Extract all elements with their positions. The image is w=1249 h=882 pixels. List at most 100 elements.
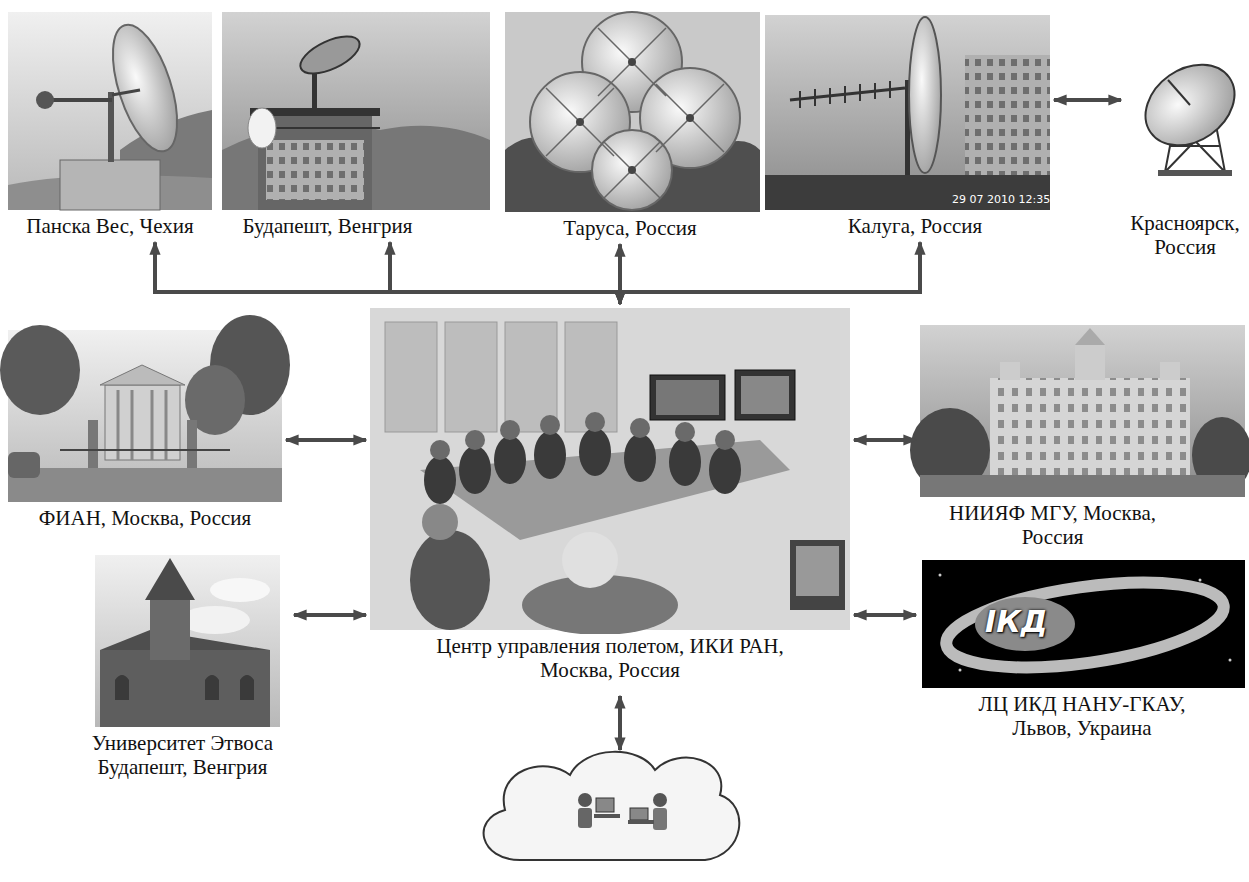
caption: Будапешт, Венгрия xyxy=(215,214,440,238)
photo-node: Будапешт, Венгрия xyxy=(215,12,490,238)
ikd-logo-part xyxy=(975,597,1075,651)
users-cloud-part xyxy=(596,798,614,812)
photo-eotvos-university-part xyxy=(150,600,190,660)
photo-panska-ves-part xyxy=(60,160,160,210)
photo-kaluga xyxy=(765,15,1050,210)
photo-area xyxy=(920,325,1245,497)
caption: ЛЦ ИКД НАНУ-ГКАУ, Львов, Украина xyxy=(957,692,1207,740)
photo-fian-part xyxy=(0,325,80,415)
users-cloud-part xyxy=(594,814,620,818)
photo-node: Красноярск, Россия xyxy=(1125,62,1245,259)
photo-niiyaf-part xyxy=(1160,362,1180,380)
photo-fian-part xyxy=(105,385,180,460)
photo-eotvos-university-part xyxy=(100,650,270,727)
photo-panska-ves-part xyxy=(100,17,190,159)
photo-panska-ves-part xyxy=(45,98,112,102)
caption-block: ЛЦ ИКД НАНУ-ГКАУ, Львов, Украина xyxy=(957,692,1207,740)
photo-panska-ves-part xyxy=(36,91,54,109)
photo-fian-part xyxy=(8,468,282,502)
photo-control-room-part xyxy=(500,420,520,440)
photo-control-room-part xyxy=(656,380,719,415)
photo-kaluga-part xyxy=(765,175,1050,210)
photo-control-room-part xyxy=(709,446,741,494)
photo-eotvos-university-part xyxy=(210,578,270,602)
photo-control-room-part xyxy=(735,370,795,420)
photo-kaluga-part xyxy=(765,15,1050,210)
photo-panska-ves xyxy=(8,12,212,210)
photo-eotvos-university-part xyxy=(180,606,250,634)
photo-area xyxy=(5,12,215,210)
photo-fian-part xyxy=(60,449,230,451)
caption-block: Таруса, Россия xyxy=(545,216,715,240)
photo-control-room-part xyxy=(494,436,526,484)
radio-dish-icon-part xyxy=(1168,80,1190,105)
users-cloud xyxy=(484,696,740,860)
photo-fian-part xyxy=(88,420,98,468)
photo-eotvos-university-part xyxy=(145,558,195,600)
photo-area xyxy=(370,308,850,630)
photo-control-room xyxy=(370,308,850,635)
users-cloud-part xyxy=(578,793,592,807)
photo-budapest-part xyxy=(222,12,490,210)
photo-kaluga-part xyxy=(909,17,941,173)
photo-tarusa-part xyxy=(546,28,724,198)
photo-panska-ves-part xyxy=(108,92,114,162)
users-cloud-part xyxy=(628,820,654,824)
photo-area xyxy=(75,555,290,727)
photo-niiyaf-part xyxy=(1075,328,1105,345)
photo-kaluga-part xyxy=(790,88,905,100)
link-arrow xyxy=(390,242,620,304)
photo-niiyaf xyxy=(910,325,1249,497)
photo-control-room-part xyxy=(630,418,650,438)
photo-control-room-part xyxy=(385,322,437,432)
caption-block: Панска Вес, Чехия xyxy=(5,214,215,238)
caption-block: ФИАН, Москва, Россия xyxy=(8,506,282,530)
caption: Панска Вес, Чехия xyxy=(5,214,215,238)
photo-budapest-part xyxy=(248,108,276,148)
caption: Таруса, Россия xyxy=(545,216,715,240)
radio-dish-icon-part xyxy=(1158,170,1232,176)
caption-block: Университет Этвоса Будапешт, Венгрия xyxy=(75,731,290,779)
photo-area: ІКД xyxy=(920,560,1245,688)
ikd-logo xyxy=(922,560,1245,688)
users-cloud-part xyxy=(618,696,622,750)
photo-control-room-part xyxy=(579,428,611,476)
photo-node: Университет Этвоса Будапешт, Венгрия xyxy=(75,555,290,779)
link-arrow xyxy=(854,613,916,617)
photo-fian-part xyxy=(8,452,40,478)
photo-control-room-part xyxy=(715,430,735,450)
photo-fian xyxy=(0,315,290,502)
photo-control-room-part xyxy=(459,446,491,494)
photo-control-room-part xyxy=(465,430,485,450)
photo-budapest-part xyxy=(266,140,364,200)
photo-control-room-part xyxy=(790,540,845,610)
users-cloud-part xyxy=(653,793,667,807)
link-arrow xyxy=(294,613,366,617)
radio-dish-icon xyxy=(1130,48,1249,176)
photo-kaluga-part xyxy=(965,55,1050,180)
photo-tarusa xyxy=(505,12,760,212)
photo-control-room-part xyxy=(796,546,839,596)
ikd-logo-part xyxy=(922,560,1245,688)
photo-niiyaf-part xyxy=(990,378,1190,475)
users-cloud-part xyxy=(484,752,740,860)
photo-fian-part xyxy=(100,365,185,385)
photo-eotvos-university-part xyxy=(95,555,280,727)
caption: НИИЯФ МГУ, Москва, Россия xyxy=(925,501,1180,549)
ikd-logo-part xyxy=(941,568,1229,682)
photo-control-room-part xyxy=(741,376,789,414)
photo-tarusa-part xyxy=(576,118,584,126)
photo-niiyaf-part xyxy=(1075,345,1105,380)
caption-block: Калуга, Россия xyxy=(825,214,1005,238)
photo-node: Таруса, Россия xyxy=(505,12,760,240)
photo-niiyaf-part xyxy=(1000,362,1020,380)
photo-niiyaf-part xyxy=(920,475,1245,497)
photo-area xyxy=(765,15,1050,210)
photo-tarusa-part xyxy=(686,114,694,122)
caption: Красноярск, Россия xyxy=(1125,211,1245,259)
photo-area xyxy=(1125,62,1245,207)
photo-node: НИИЯФ МГУ, Москва, Россия xyxy=(920,325,1245,549)
caption: ФИАН, Москва, Россия xyxy=(8,506,282,530)
photo-node: ІКДЛЦ ИКД НАНУ-ГКАУ, Львов, Украина xyxy=(920,560,1245,740)
